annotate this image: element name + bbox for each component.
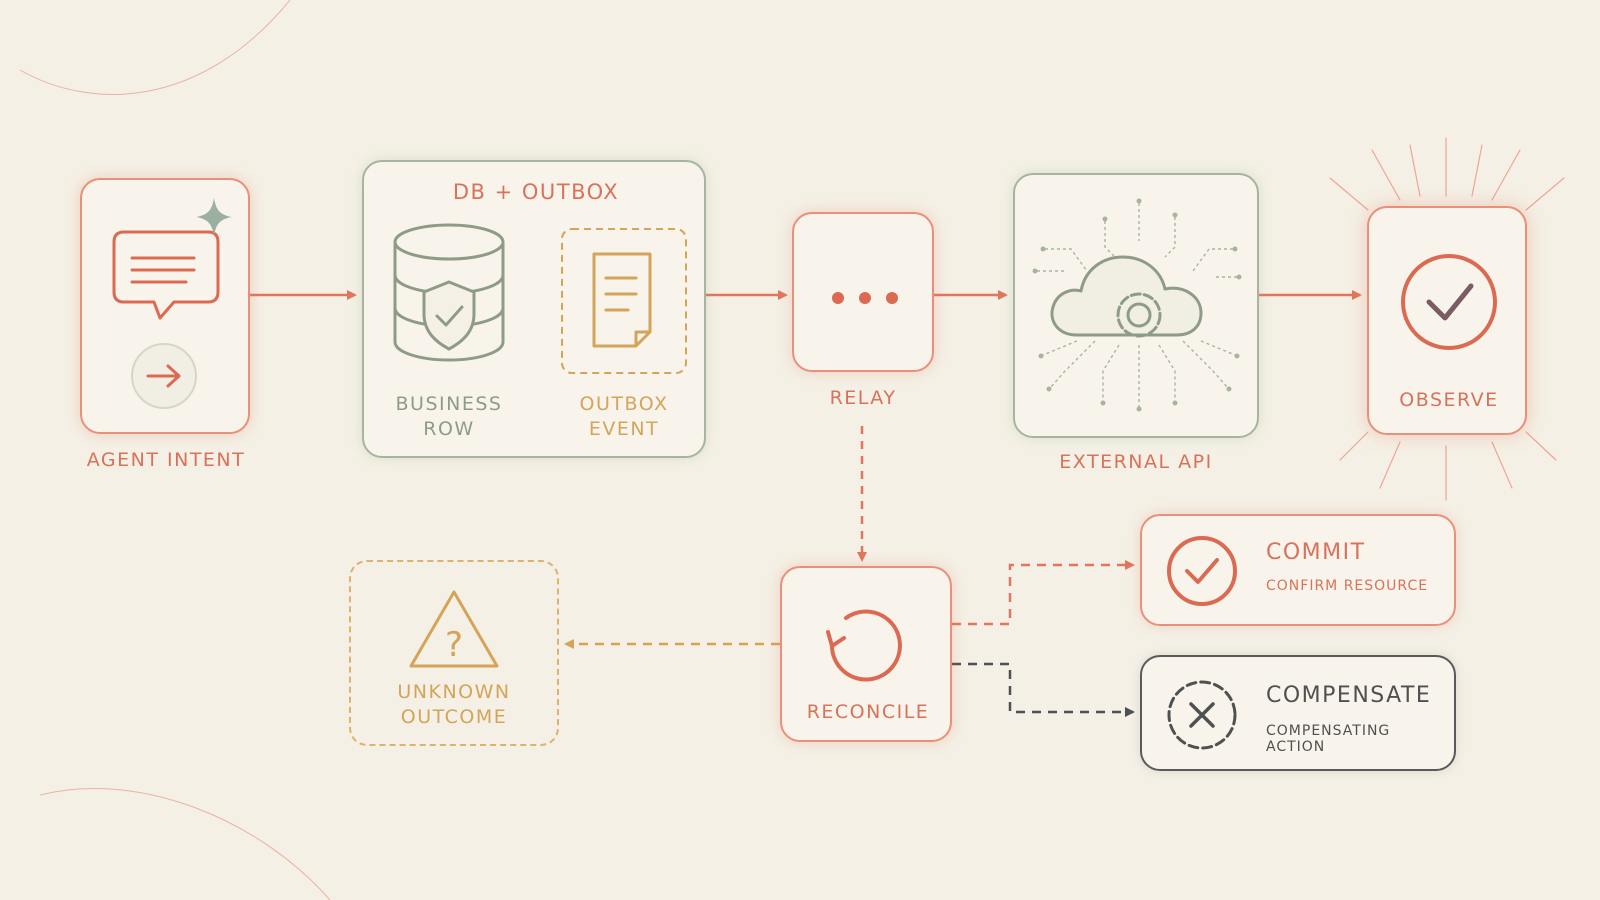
external-api-label: EXTERNAL API [1059, 451, 1213, 473]
circuit-traces [1037, 203, 1237, 407]
observe-burst [1329, 137, 1565, 501]
arrow-reconcile-to-commit [952, 560, 1135, 626]
x-circle-icon [1167, 680, 1237, 750]
check-circle-icon [1401, 254, 1497, 350]
compensate-card: COMPENSATE COMPENSATING ACTION [1140, 655, 1456, 771]
refresh-icon [826, 609, 902, 682]
arrow-reconcile-to-compensate [952, 662, 1135, 717]
reconcile-label: RECONCILE [806, 701, 930, 723]
business-row-label: BUSINESS ROW [395, 393, 503, 440]
observe-card: OBSERVE [1367, 206, 1527, 435]
background-swirls [19, 0, 331, 900]
observe-label: OBSERVE [1399, 389, 1499, 411]
check-circle-icon [1167, 536, 1237, 606]
outbox-event-label: OUTBOX EVENT [579, 393, 669, 440]
unknown-outcome-card: ? UNKNOWN OUTCOME [349, 560, 559, 746]
compensate-title: COMPENSATE [1266, 683, 1432, 708]
relay-card [792, 212, 934, 372]
sparkle-icon [196, 198, 232, 236]
commit-subtitle: CONFIRM RESOURCE [1266, 578, 1429, 594]
compensate-subtitle: COMPENSATING ACTION [1266, 723, 1391, 755]
warning-question-icon [409, 590, 499, 668]
svg-text:?: ? [445, 625, 463, 665]
reconcile-card: RECONCILE [780, 566, 952, 742]
relay-label: RELAY [829, 387, 897, 409]
chat-bubble-icon [112, 230, 220, 320]
agent-intent-label: AGENT INTENT [86, 449, 246, 471]
document-icon [592, 252, 652, 348]
agent-intent-card [80, 178, 250, 434]
arrow-right-icon [131, 343, 197, 409]
database-shield-icon [393, 223, 505, 362]
commit-title: COMMIT [1266, 540, 1366, 565]
external-api-card [1013, 173, 1259, 438]
unknown-outcome-label: UNKNOWN OUTCOME [397, 681, 511, 728]
db-outbox-title: DB + OUTBOX [452, 180, 620, 204]
cloud-gear-icon [1050, 255, 1203, 338]
db-outbox-card: DB + OUTBOX BUSINESS ROW OUTBOX EVENT [362, 160, 706, 458]
commit-card: COMMIT CONFIRM RESOURCE [1140, 514, 1456, 626]
circuit-nodes [1032, 198, 1242, 412]
outbox-dashed-frame [561, 228, 687, 374]
ellipsis-icon [832, 292, 898, 304]
